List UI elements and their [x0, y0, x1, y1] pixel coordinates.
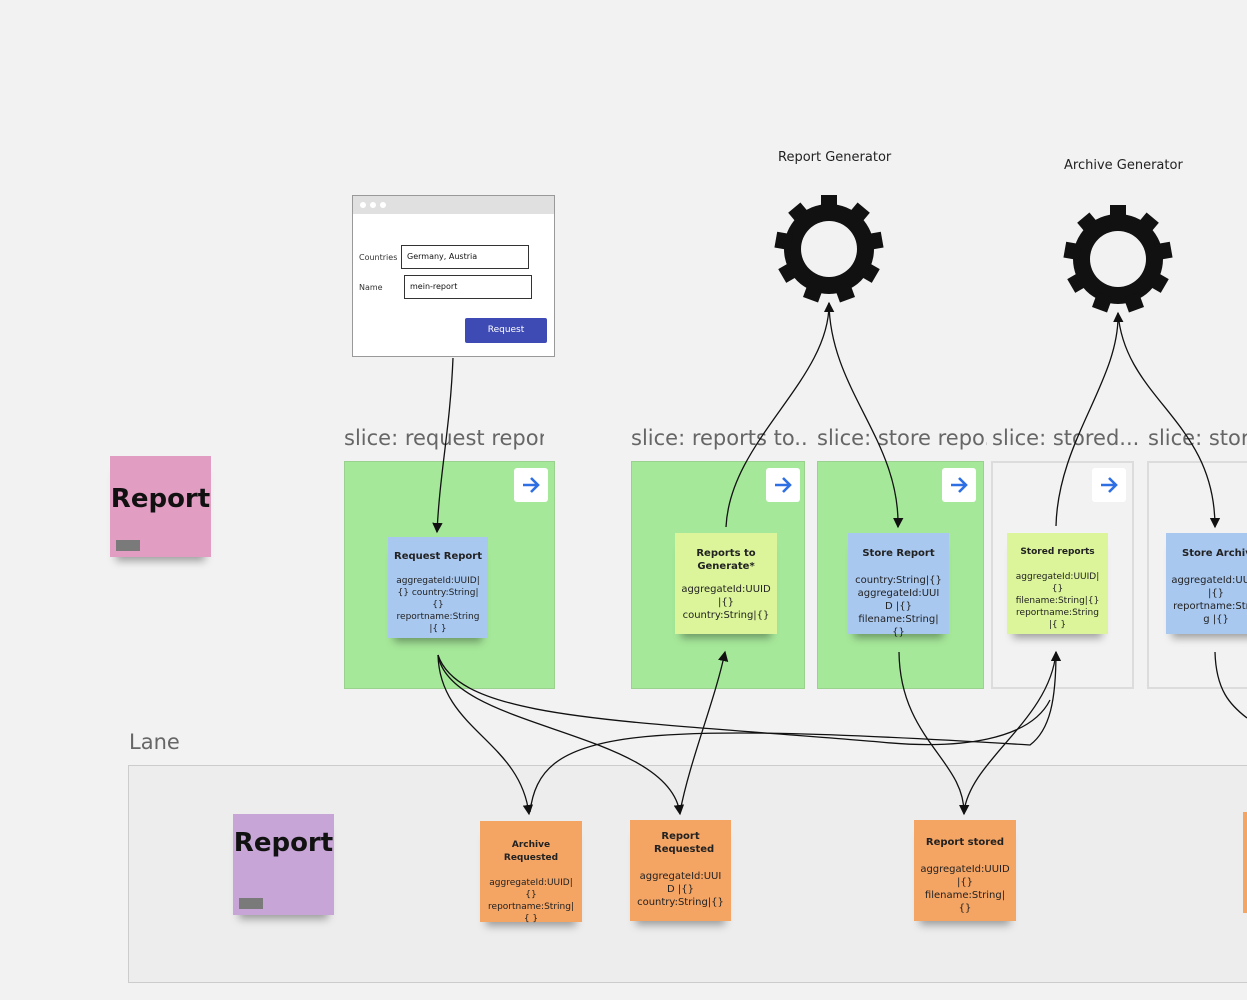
- name-field[interactable]: mein-report: [404, 275, 532, 299]
- sticky-title: Store Archive: [1182, 548, 1247, 559]
- arrow-right-icon: [523, 477, 540, 493]
- sticky-title: Reports to Generate*: [696, 548, 756, 572]
- readmodel-reports-to-generate[interactable]: Reports to Generate* aggregateId:UUID |{…: [675, 533, 777, 634]
- lane-title: Lane: [129, 730, 180, 754]
- countries-field[interactable]: Germany, Austria: [401, 245, 529, 269]
- sticky-body: aggregateId:UUID |{} filename:String|{}: [920, 864, 1010, 914]
- slice-open-button[interactable]: [514, 468, 548, 502]
- slice-title-store-report: slice: store repo...: [817, 426, 987, 450]
- event-report-requested[interactable]: Report Requested aggregateId:UUID |{} co…: [630, 820, 731, 921]
- arrow-right-icon: [951, 477, 968, 493]
- gear-icon: [774, 195, 884, 303]
- sticky-body: aggregateId:UUID|{} country:String|{} re…: [396, 576, 480, 634]
- slice-title-reports-to: slice: reports to...: [631, 426, 806, 450]
- sticky-body: aggregateId:UUID |{} reportname:String |…: [1171, 575, 1247, 625]
- gear-icon: [1063, 205, 1173, 313]
- note-tag: [239, 898, 263, 909]
- archive-generator-label: Archive Generator: [1064, 158, 1183, 173]
- slice-open-button[interactable]: [766, 468, 800, 502]
- slice-title-stored: slice: stored...: [992, 426, 1140, 450]
- sticky-title: Archive Requested: [503, 840, 559, 863]
- command-store-archive[interactable]: Store Archive aggregateId:UUID |{} repor…: [1166, 533, 1247, 634]
- sticky-body: aggregateId:UUID |{} country:String|{}: [681, 584, 771, 621]
- arrow-right-icon: [1101, 477, 1118, 493]
- note-tag: [116, 540, 140, 551]
- event-report-stored[interactable]: Report stored aggregateId:UUID |{} filen…: [914, 820, 1016, 921]
- sticky-title: Report stored: [925, 837, 1005, 848]
- ui-mockup-request-form[interactable]: Countries Germany, Austria Name mein-rep…: [352, 195, 555, 357]
- sticky-title: Request Report: [394, 551, 482, 562]
- arrow-right-icon: [775, 477, 792, 493]
- aggregate-note-text: Report: [233, 828, 334, 858]
- command-store-report[interactable]: Store Report country:String|{} aggregate…: [848, 533, 949, 638]
- slice-title-store: slice: store: [1148, 426, 1247, 450]
- report-generator-label: Report Generator: [778, 150, 892, 165]
- lane-aggregate-note-report[interactable]: Report: [233, 814, 334, 915]
- countries-label: Countries: [359, 253, 398, 262]
- sticky-body: aggregateId:UUID |{} country:String|{}: [637, 871, 724, 908]
- sticky-title: Stored reports: [1020, 547, 1095, 557]
- slice-title-request-report: slice: request report: [344, 426, 544, 450]
- readmodel-stored-reports[interactable]: Stored reports aggregateId:UUID|{} filen…: [1007, 533, 1108, 634]
- command-request-report[interactable]: Request Report aggregateId:UUID|{} count…: [388, 537, 488, 638]
- name-label: Name: [359, 283, 383, 292]
- slice-open-button[interactable]: [1092, 468, 1126, 502]
- event-partial-sticky[interactable]: [1243, 812, 1247, 913]
- aggregate-note-text: Report: [110, 484, 211, 514]
- sticky-body: aggregateId:UUID|{} filename:String|{} r…: [1015, 572, 1100, 630]
- event-archive-requested[interactable]: Archive Requested aggregateId:UUID|{} re…: [480, 821, 582, 924]
- window-titlebar: [353, 196, 554, 214]
- sticky-body: aggregateId:UUID|{} reportname:String|{ …: [488, 878, 574, 924]
- aggregate-note-report[interactable]: Report: [110, 456, 211, 557]
- request-button[interactable]: Request: [465, 318, 547, 343]
- sticky-title: Report Requested: [654, 831, 715, 855]
- slice-open-button[interactable]: [942, 468, 976, 502]
- sticky-body: country:String|{} aggregateId:UUID |{} f…: [855, 575, 942, 638]
- sticky-title: Store Report: [862, 548, 935, 559]
